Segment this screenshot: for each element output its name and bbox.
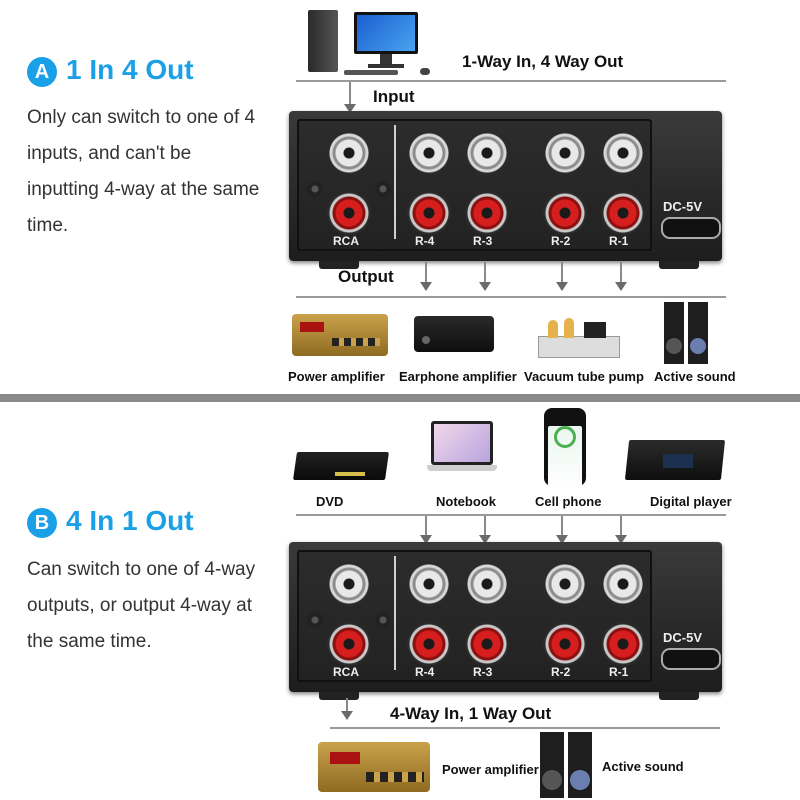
- r2-white-jack: [543, 562, 587, 606]
- device-caption: Vacuum tube pump: [524, 369, 644, 384]
- input-arrow: [479, 535, 491, 544]
- screw-icon: [375, 612, 391, 628]
- source-caption: Digital player: [650, 494, 732, 509]
- device-caption: Power amplifier: [288, 369, 385, 384]
- input-label: Input: [373, 87, 415, 106]
- usb-c-port: [661, 648, 721, 670]
- usb-c-port: [661, 217, 721, 239]
- r1-red-jack: [601, 191, 645, 235]
- section-a-description: Only can switch to one of 4 inputs, and …: [27, 100, 287, 244]
- device-caption: Active sound: [654, 369, 736, 384]
- pc-tower: [308, 10, 338, 72]
- power-amplifier-image: [292, 314, 388, 356]
- port-label-r4: R-4: [415, 234, 435, 248]
- output-arrow: [615, 282, 627, 291]
- section-b-desc-line: outputs, or output 4-way at: [27, 595, 252, 616]
- port-label-r3: R-3: [473, 665, 493, 679]
- power-amplifier-image: [318, 742, 430, 792]
- cell-phone-image: [544, 408, 586, 490]
- output-arrow: [341, 711, 353, 720]
- rca-red-jack: [327, 191, 371, 235]
- notebook-image: [427, 421, 497, 483]
- switch-device-a: RCA R-4 R-3 R-2 R-1 DC-5V: [289, 111, 722, 269]
- r4-red-jack: [407, 622, 451, 666]
- output-arrow: [479, 282, 491, 291]
- rca-white-jack: [327, 562, 371, 606]
- input-arrow: [344, 104, 356, 113]
- r2-red-jack: [543, 622, 587, 666]
- computer-image: [308, 6, 438, 78]
- section-a-title: 1 In 4 Out: [66, 54, 194, 85]
- device-caption: Active sound: [602, 759, 684, 774]
- port-label-rca: RCA: [333, 234, 359, 248]
- section-b-badge: B: [27, 508, 57, 538]
- rca-red-jack: [327, 622, 371, 666]
- active-sound-image: [658, 302, 714, 364]
- r1-red-jack: [601, 622, 645, 666]
- section-b-desc-line: Can switch to one of 4-way: [27, 559, 256, 580]
- flow-label-a: 1-Way In, 4 Way Out: [462, 52, 624, 71]
- rca-white-jack: [327, 131, 371, 175]
- section-b-desc-line: the same time.: [27, 631, 152, 652]
- port-label-r1: R-1: [609, 665, 629, 679]
- digital-player-image: [624, 432, 726, 484]
- device-caption: Power amplifier: [442, 762, 539, 777]
- output-arrow: [556, 282, 568, 291]
- screw-icon: [307, 181, 323, 197]
- input-arrow: [420, 535, 432, 544]
- flow-label-b: 4-Way In, 1 Way Out: [390, 704, 552, 723]
- screw-icon: [307, 612, 323, 628]
- section-b-title: 4 In 1 Out: [66, 505, 194, 536]
- section-b-description: Can switch to one of 4-way outputs, or o…: [27, 552, 287, 660]
- r4-white-jack: [407, 562, 451, 606]
- device-caption: Earphone amplifier: [399, 369, 517, 384]
- section-a-desc-line: inputting 4-way at the same: [27, 179, 260, 200]
- vacuum-tube-image: [538, 316, 620, 358]
- section-a-desc-line: time.: [27, 215, 69, 236]
- section-divider: [0, 394, 800, 402]
- r4-red-jack: [407, 191, 451, 235]
- source-caption: Notebook: [436, 494, 496, 509]
- port-label-r1: R-1: [609, 234, 629, 248]
- flow-line-a: [296, 80, 726, 82]
- port-label-rca: RCA: [333, 665, 359, 679]
- section-a-desc-line: Only can switch to one of 4: [27, 107, 256, 128]
- r2-white-jack: [543, 131, 587, 175]
- port-label-r4: R-4: [415, 665, 435, 679]
- input-arrow: [556, 535, 568, 544]
- section-a-desc-line: inputs, and can't be: [27, 143, 192, 164]
- power-label: DC-5V: [663, 199, 703, 214]
- power-label: DC-5V: [663, 630, 703, 645]
- r3-white-jack: [465, 562, 509, 606]
- r3-red-jack: [465, 191, 509, 235]
- jack-panel: RCA R-4 R-3 R-2 R-1: [297, 550, 652, 682]
- screw-icon: [375, 181, 391, 197]
- earphone-amplifier-image: [414, 316, 494, 352]
- r1-white-jack: [601, 562, 645, 606]
- section-a-badge: A: [27, 57, 57, 87]
- source-caption: Cell phone: [535, 494, 602, 509]
- jack-panel: RCA R-4 R-3 R-2 R-1: [297, 119, 652, 251]
- r1-white-jack: [601, 131, 645, 175]
- r3-red-jack: [465, 622, 509, 666]
- monitor: [354, 12, 418, 54]
- output-label: Output: [338, 267, 394, 286]
- input-arrow: [615, 535, 627, 544]
- port-label-r3: R-3: [473, 234, 493, 248]
- output-arrow: [420, 282, 432, 291]
- port-label-r2: R-2: [551, 234, 571, 248]
- active-sound-image: [536, 732, 596, 798]
- port-label-r2: R-2: [551, 665, 571, 679]
- switch-device-b: RCA R-4 R-3 R-2 R-1 DC-5V: [289, 542, 722, 700]
- dvd-image: [293, 446, 389, 482]
- r4-white-jack: [407, 131, 451, 175]
- source-caption: DVD: [316, 494, 344, 509]
- keyboard: [344, 70, 398, 75]
- mouse: [420, 68, 430, 75]
- r2-red-jack: [543, 191, 587, 235]
- r3-white-jack: [465, 131, 509, 175]
